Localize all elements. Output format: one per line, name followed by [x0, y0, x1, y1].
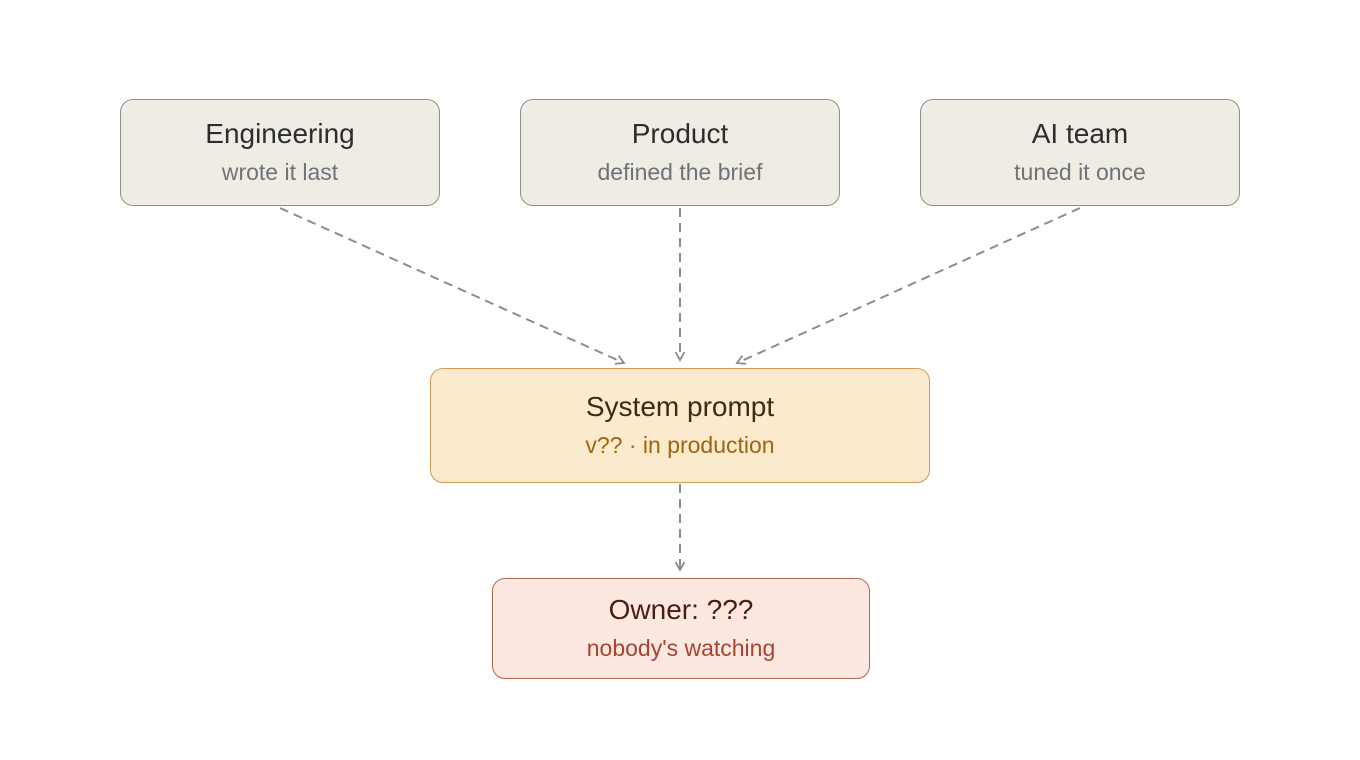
node-ai-team: AI team tuned it once: [920, 99, 1240, 206]
node-ai-team-subtitle: tuned it once: [1014, 159, 1146, 186]
node-system-prompt-title: System prompt: [585, 391, 775, 423]
node-engineering-title: Engineering: [205, 118, 355, 150]
edge-engineering-to-system-prompt: [279, 207, 626, 365]
node-product-subtitle: defined the brief: [597, 159, 763, 186]
node-engineering: Engineering wrote it last: [120, 99, 440, 206]
node-ai-team-title: AI team: [1031, 118, 1129, 150]
node-owner-subtitle: nobody's watching: [586, 635, 776, 662]
node-owner-title: Owner: ???: [608, 594, 754, 626]
node-system-prompt: System prompt v?? · in production: [430, 368, 930, 483]
node-product-title: Product: [631, 118, 729, 150]
node-owner: Owner: ??? nobody's watching: [492, 578, 870, 679]
node-system-prompt-subtitle: v?? · in production: [585, 432, 775, 459]
node-engineering-subtitle: wrote it last: [221, 159, 339, 186]
node-product: Product defined the brief: [520, 99, 840, 206]
edge-ai-team-to-system-prompt: [735, 207, 1081, 365]
